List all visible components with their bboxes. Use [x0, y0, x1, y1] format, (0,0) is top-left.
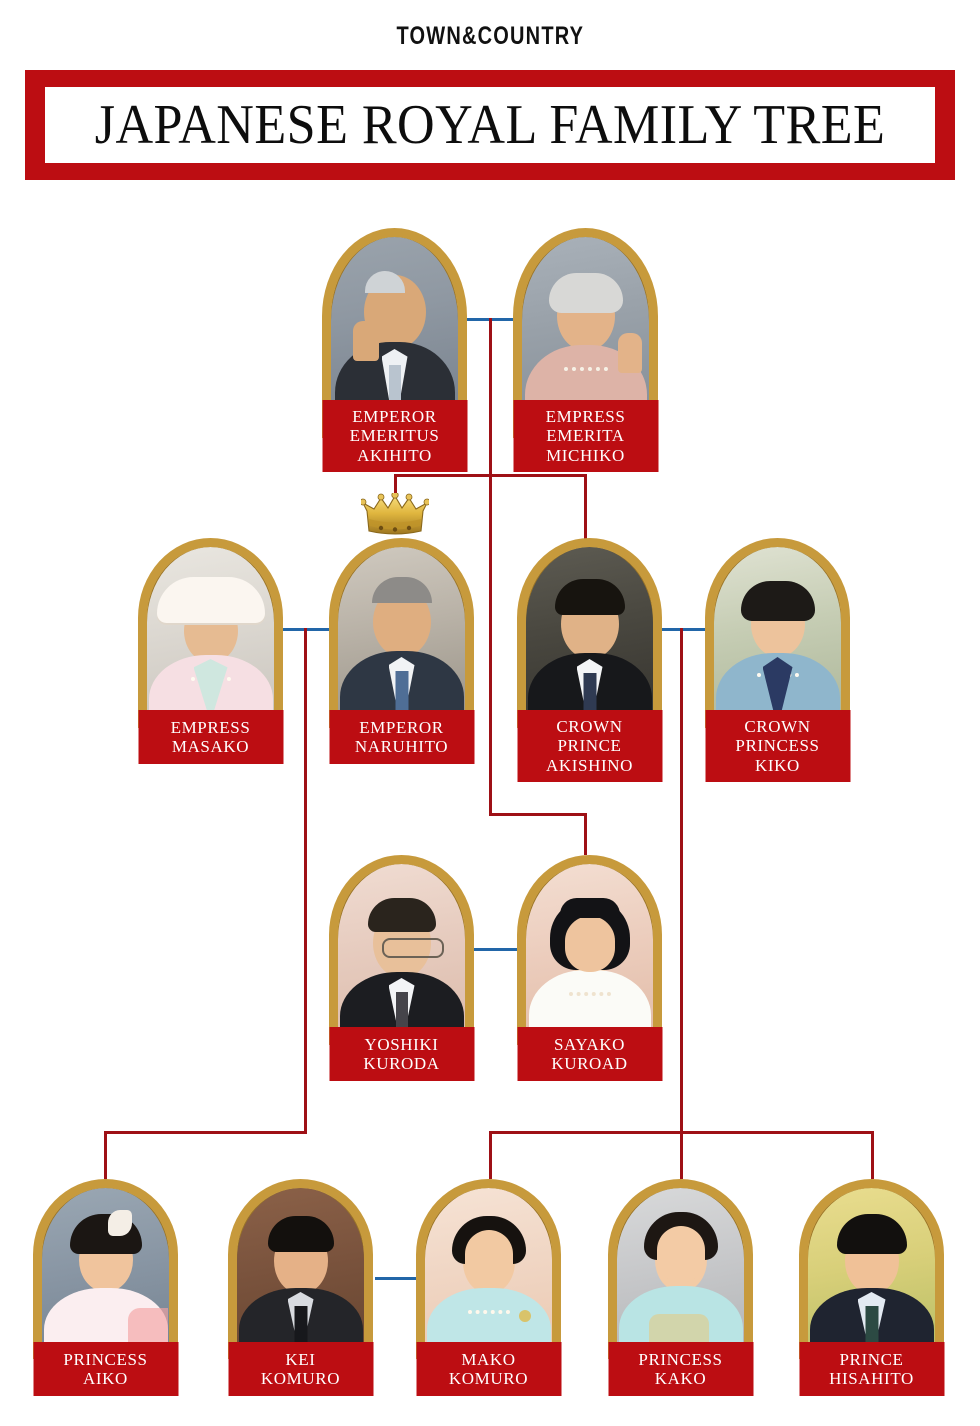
- portrait-frame: [608, 1179, 753, 1359]
- person-card-akihito[interactable]: EMPEROR EMERITUS AKIHITO: [322, 228, 467, 472]
- portrait-photo-sayako-kuroad: [526, 864, 653, 1036]
- portrait-frame: [228, 1179, 373, 1359]
- descent-line-naruhito-masako: [304, 628, 307, 1133]
- person-name: EMPRESS EMERITA MICHIKO: [545, 407, 626, 465]
- portrait-photo-michiko: [522, 237, 649, 429]
- title-band: JAPANESE ROYAL FAMILY TREE: [25, 70, 955, 180]
- page-title: JAPANESE ROYAL FAMILY TREE: [94, 94, 886, 156]
- person-card-mako-komuro[interactable]: MAKO KOMURO: [416, 1179, 561, 1396]
- portrait-photo-akishino: [526, 547, 653, 719]
- child-line-hisahito: [871, 1131, 874, 1179]
- person-name: YOSHIKI KURODA: [363, 1034, 440, 1073]
- person-card-naruhito[interactable]: EMPEROR NARUHITO: [329, 538, 474, 764]
- nameplate-kei-komuro: KEI KOMURO: [228, 1342, 373, 1396]
- marriage-line-kuroda: [471, 948, 517, 951]
- person-card-kiko[interactable]: CROWN PRINCESS KIKO: [705, 538, 850, 782]
- child-line-naruhito: [394, 474, 397, 496]
- portrait-photo-naruhito: [338, 547, 465, 719]
- marriage-line-komuro: [375, 1277, 420, 1280]
- nameplate-sayako-kuroad: SAYAKO KUROAD: [517, 1027, 662, 1081]
- nameplate-kiko: CROWN PRINCESS KIKO: [705, 710, 850, 782]
- portrait-frame: [416, 1179, 561, 1359]
- person-card-michiko[interactable]: EMPRESS EMERITA MICHIKO: [513, 228, 658, 472]
- child-line-kako: [680, 1131, 683, 1179]
- portrait-frame: [138, 538, 283, 728]
- person-name: KEI KOMURO: [260, 1349, 341, 1388]
- nameplate-mako-komuro: MAKO KOMURO: [416, 1342, 561, 1396]
- person-card-akishino[interactable]: CROWN PRINCE AKISHINO: [517, 538, 662, 782]
- person-name: PRINCE HISAHITO: [829, 1349, 914, 1388]
- title-inner-panel: JAPANESE ROYAL FAMILY TREE: [45, 87, 935, 163]
- portrait-photo-prince-hisahito: [808, 1188, 935, 1350]
- portrait-photo-princess-kako: [617, 1188, 744, 1350]
- nameplate-yoshiki-kuroda: YOSHIKI KURODA: [329, 1027, 474, 1081]
- portrait-frame: [517, 538, 662, 728]
- masthead: TOWN&COUNTRY: [0, 22, 980, 51]
- nameplate-masako: EMPRESS MASAKO: [138, 710, 283, 764]
- brand-logo: TOWN&COUNTRY: [396, 22, 584, 50]
- child-line-sayako-jog: [489, 813, 587, 816]
- child-line-akishino: [584, 474, 587, 542]
- nameplate-princess-kako: PRINCESS KAKO: [608, 1342, 753, 1396]
- person-card-sayako-kuroad[interactable]: SAYAKO KUROAD: [517, 855, 662, 1081]
- child-line-aiko: [104, 1131, 107, 1179]
- nameplate-prince-hisahito: PRINCE HISAHITO: [799, 1342, 944, 1396]
- person-card-prince-hisahito[interactable]: PRINCE HISAHITO: [799, 1179, 944, 1396]
- descent-line-akishino-kiko: [680, 628, 683, 1133]
- nameplate-princess-aiko: PRINCESS AIKO: [33, 1342, 178, 1396]
- person-card-masako[interactable]: EMPRESS MASAKO: [138, 538, 283, 764]
- person-card-kei-komuro[interactable]: KEI KOMURO: [228, 1179, 373, 1396]
- portrait-frame: [799, 1179, 944, 1359]
- portrait-frame: [33, 1179, 178, 1359]
- nameplate-michiko: EMPRESS EMERITA MICHIKO: [513, 400, 658, 472]
- person-card-yoshiki-kuroda[interactable]: YOSHIKI KURODA: [329, 855, 474, 1081]
- nameplate-akihito: EMPEROR EMERITUS AKIHITO: [322, 400, 467, 472]
- person-card-princess-kako[interactable]: PRINCESS KAKO: [608, 1179, 753, 1396]
- portrait-frame: [517, 855, 662, 1045]
- portrait-photo-mako-komuro: [425, 1188, 552, 1350]
- descent-line-gen1: [489, 318, 492, 476]
- person-card-princess-aiko[interactable]: PRINCESS AIKO: [33, 1179, 178, 1396]
- child-bar-aiko: [104, 1131, 307, 1134]
- person-name: PRINCESS AIKO: [63, 1349, 148, 1388]
- child-line-sayako-part2: [584, 813, 587, 855]
- portrait-frame: [329, 855, 474, 1045]
- person-name: PRINCESS KAKO: [638, 1349, 723, 1388]
- nameplate-naruhito: EMPEROR NARUHITO: [329, 710, 474, 764]
- portrait-photo-yoshiki-kuroda: [338, 864, 465, 1036]
- child-line-mako: [489, 1131, 492, 1179]
- crown-icon: [359, 491, 431, 541]
- portrait-photo-masako: [147, 547, 274, 719]
- child-line-sayako-part1: [489, 474, 492, 815]
- person-name: EMPRESS MASAKO: [170, 717, 251, 756]
- portrait-photo-kei-komuro: [237, 1188, 364, 1350]
- portrait-photo-kiko: [714, 547, 841, 719]
- nameplate-akishino: CROWN PRINCE AKISHINO: [517, 710, 662, 782]
- person-name: EMPEROR NARUHITO: [354, 717, 449, 756]
- person-name: SAYAKO KUROAD: [551, 1034, 628, 1073]
- portrait-photo-princess-aiko: [42, 1188, 169, 1350]
- person-name: CROWN PRINCESS KIKO: [735, 717, 820, 775]
- portrait-frame: [705, 538, 850, 728]
- person-name: EMPEROR EMERITUS AKIHITO: [349, 407, 440, 465]
- person-name: MAKO KOMURO: [448, 1349, 529, 1388]
- portrait-frame: [329, 538, 474, 728]
- person-name: CROWN PRINCE AKISHINO: [546, 717, 633, 775]
